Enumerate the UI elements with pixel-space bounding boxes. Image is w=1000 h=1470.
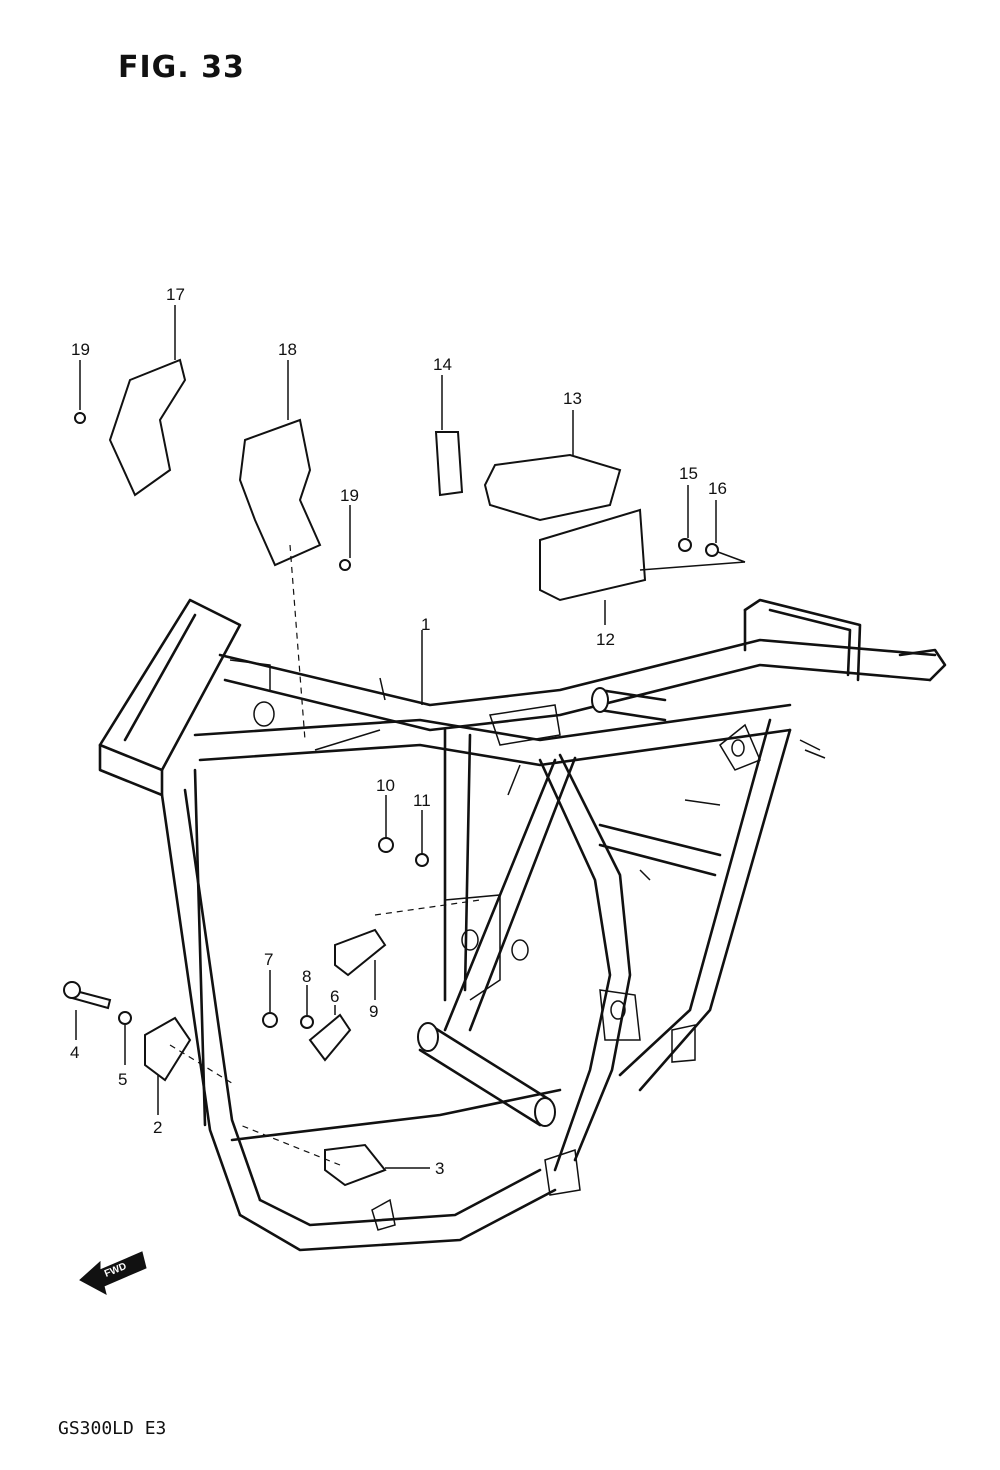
callout-2: 2: [153, 1118, 162, 1137]
callout-3: 3: [435, 1159, 444, 1178]
part-3-mounting-plate: [324, 1143, 387, 1187]
frame-body: [98, 598, 947, 1252]
part-13-battery-cover: [483, 453, 622, 522]
callout-19-left: 19: [71, 340, 90, 359]
model-code: GS300LD E3: [58, 1418, 167, 1439]
part-14-band: [434, 431, 464, 497]
part-9-mounting-plate: [334, 928, 387, 977]
callout-12: 12: [596, 630, 615, 649]
callout-19-right: 19: [340, 486, 359, 505]
part-19-screw-left: [74, 412, 86, 424]
part-19-screw-right: [339, 559, 351, 571]
leader-lines: [75, 305, 717, 1169]
part-18-bracket: [238, 418, 322, 567]
part-11-nut: [415, 853, 429, 867]
callout-18: 18: [278, 340, 297, 359]
callout-14: 14: [433, 355, 452, 374]
callout-16: 16: [708, 479, 727, 498]
part-7-bolt: [262, 1012, 278, 1028]
figure-title: FIG. 33: [118, 50, 245, 85]
callout-10: 10: [376, 776, 395, 795]
callout-11: 11: [413, 791, 431, 810]
callout-7: 7: [264, 950, 273, 969]
part-15-bolt: [678, 538, 692, 552]
callout-4: 4: [70, 1043, 79, 1062]
callout-8: 8: [302, 967, 311, 986]
callout-13: 13: [563, 389, 582, 408]
part-8-nut: [300, 1015, 314, 1029]
part-5-nut: [118, 1011, 132, 1025]
part-10-bolt: [378, 837, 394, 853]
callout-9: 9: [369, 1002, 378, 1021]
part-16-nut: [705, 543, 719, 557]
part-12-battery-holder: [539, 508, 647, 602]
forward-direction-arrow: FWD: [79, 1251, 147, 1295]
part-6-mounting-plate: [308, 1013, 352, 1062]
callout-5: 5: [118, 1070, 127, 1089]
callout-15: 15: [679, 464, 698, 483]
part-2-mounting-plate: [144, 1016, 192, 1082]
callout-6: 6: [330, 987, 339, 1006]
callout-17: 17: [166, 285, 185, 304]
part-17-side-cover: [108, 358, 187, 497]
callout-1: 1: [421, 615, 430, 634]
